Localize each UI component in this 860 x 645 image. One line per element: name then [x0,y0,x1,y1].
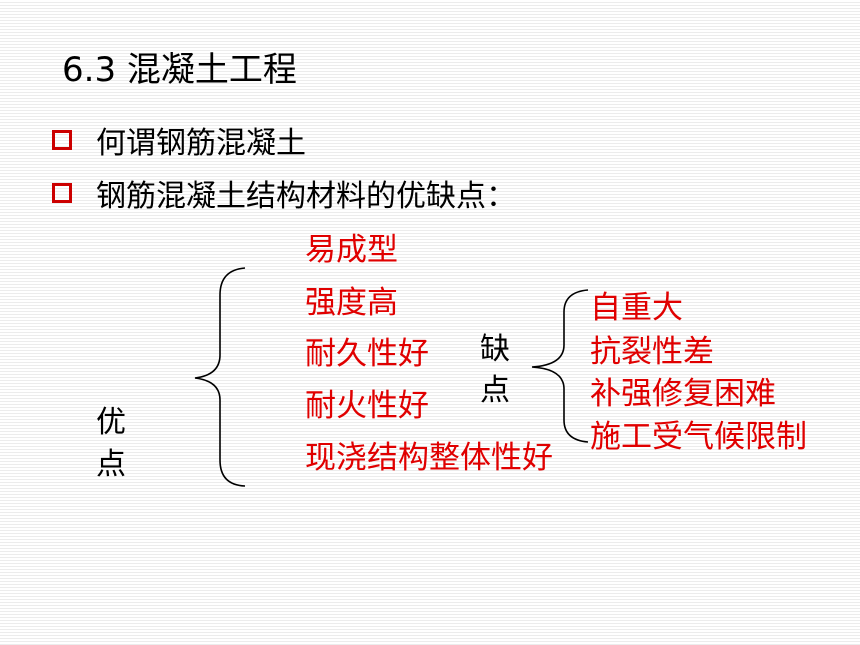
disadvantage-item: 施工受气候限制 [590,419,807,455]
disadvantage-item: 补强修复困难 [590,376,776,412]
advantage-item: 现浇结构整体性好 [305,440,553,476]
bullet-item-pros-cons: 钢筋混凝土结构材料的优缺点： [52,171,516,215]
advantage-item: 耐久性好 [305,336,429,372]
disadvantages-brace [531,289,589,443]
slide-title: 6.3 混凝土工程 [62,50,297,90]
bullet-text: 何谓钢筋混凝土 [96,126,306,161]
checkbox-bullet-icon [52,183,72,203]
advantages-label-top: 优 [96,405,126,440]
advantages-brace [194,267,246,487]
disadvantage-item: 自重大 [590,290,683,326]
bullet-text: 钢筋混凝土结构材料的优缺点： [96,179,516,214]
disadvantages-label-bottom: 点 [480,373,510,408]
disadvantage-item: 抗裂性差 [590,334,714,370]
checkbox-bullet-icon [52,130,72,150]
disadvantages-label-top: 缺 [480,332,510,367]
advantage-item: 强度高 [305,285,398,321]
advantage-item: 耐火性好 [305,388,429,424]
bullet-item-definition: 何谓钢筋混凝土 [52,118,306,162]
advantages-label-bottom: 点 [96,447,126,482]
advantage-item: 易成型 [305,232,398,268]
